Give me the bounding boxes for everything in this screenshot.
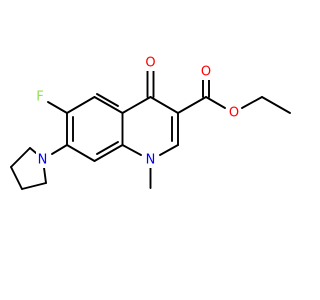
ring-bond bbox=[96, 141, 119, 155]
bond-layer bbox=[10, 70, 291, 190]
ring-bond bbox=[159, 144, 179, 156]
ring-bond bbox=[66, 144, 96, 162]
label-backdrop bbox=[200, 63, 213, 80]
ring-bond bbox=[66, 96, 96, 114]
label-backdrop bbox=[227, 104, 240, 121]
pyrrolidine-bond bbox=[10, 147, 31, 168]
ring-bond bbox=[93, 96, 124, 114]
label-backdrop bbox=[144, 151, 157, 168]
label-backdrop bbox=[36, 151, 49, 168]
pyrrolidine-nitrogen-label: N bbox=[38, 153, 48, 168]
pyrrolidine-bond bbox=[10, 166, 23, 190]
ester-bond bbox=[205, 96, 226, 109]
pyrrolidine-bond bbox=[29, 147, 37, 154]
label-backdrop bbox=[34, 88, 46, 105]
ring-bond bbox=[96, 93, 119, 107]
atom-label-layer: O O O F N N bbox=[34, 54, 240, 168]
ketone-oxygen-label: O bbox=[145, 56, 155, 71]
pyrrolidine-bond bbox=[21, 182, 47, 190]
ring-bond bbox=[121, 96, 152, 114]
ring-bond bbox=[149, 96, 179, 114]
ester-ether-oxygen-label: O bbox=[229, 106, 239, 121]
pyrrolidine-attachment-bond bbox=[51, 144, 68, 155]
ring-bond bbox=[93, 144, 124, 162]
ring-nitrogen-label: N bbox=[146, 153, 156, 168]
label-backdrop bbox=[144, 54, 157, 71]
ethyl-bond bbox=[241, 96, 263, 109]
fluorine-bond bbox=[47, 101, 68, 114]
ethyl-bond bbox=[261, 96, 291, 114]
ester-carbonyl-oxygen-label: O bbox=[201, 65, 211, 80]
molecule-structure-diagram: O O O F N N bbox=[10, 54, 291, 190]
fluorine-label: F bbox=[36, 90, 43, 105]
ring-bond bbox=[121, 144, 142, 156]
ester-bond bbox=[177, 96, 207, 114]
